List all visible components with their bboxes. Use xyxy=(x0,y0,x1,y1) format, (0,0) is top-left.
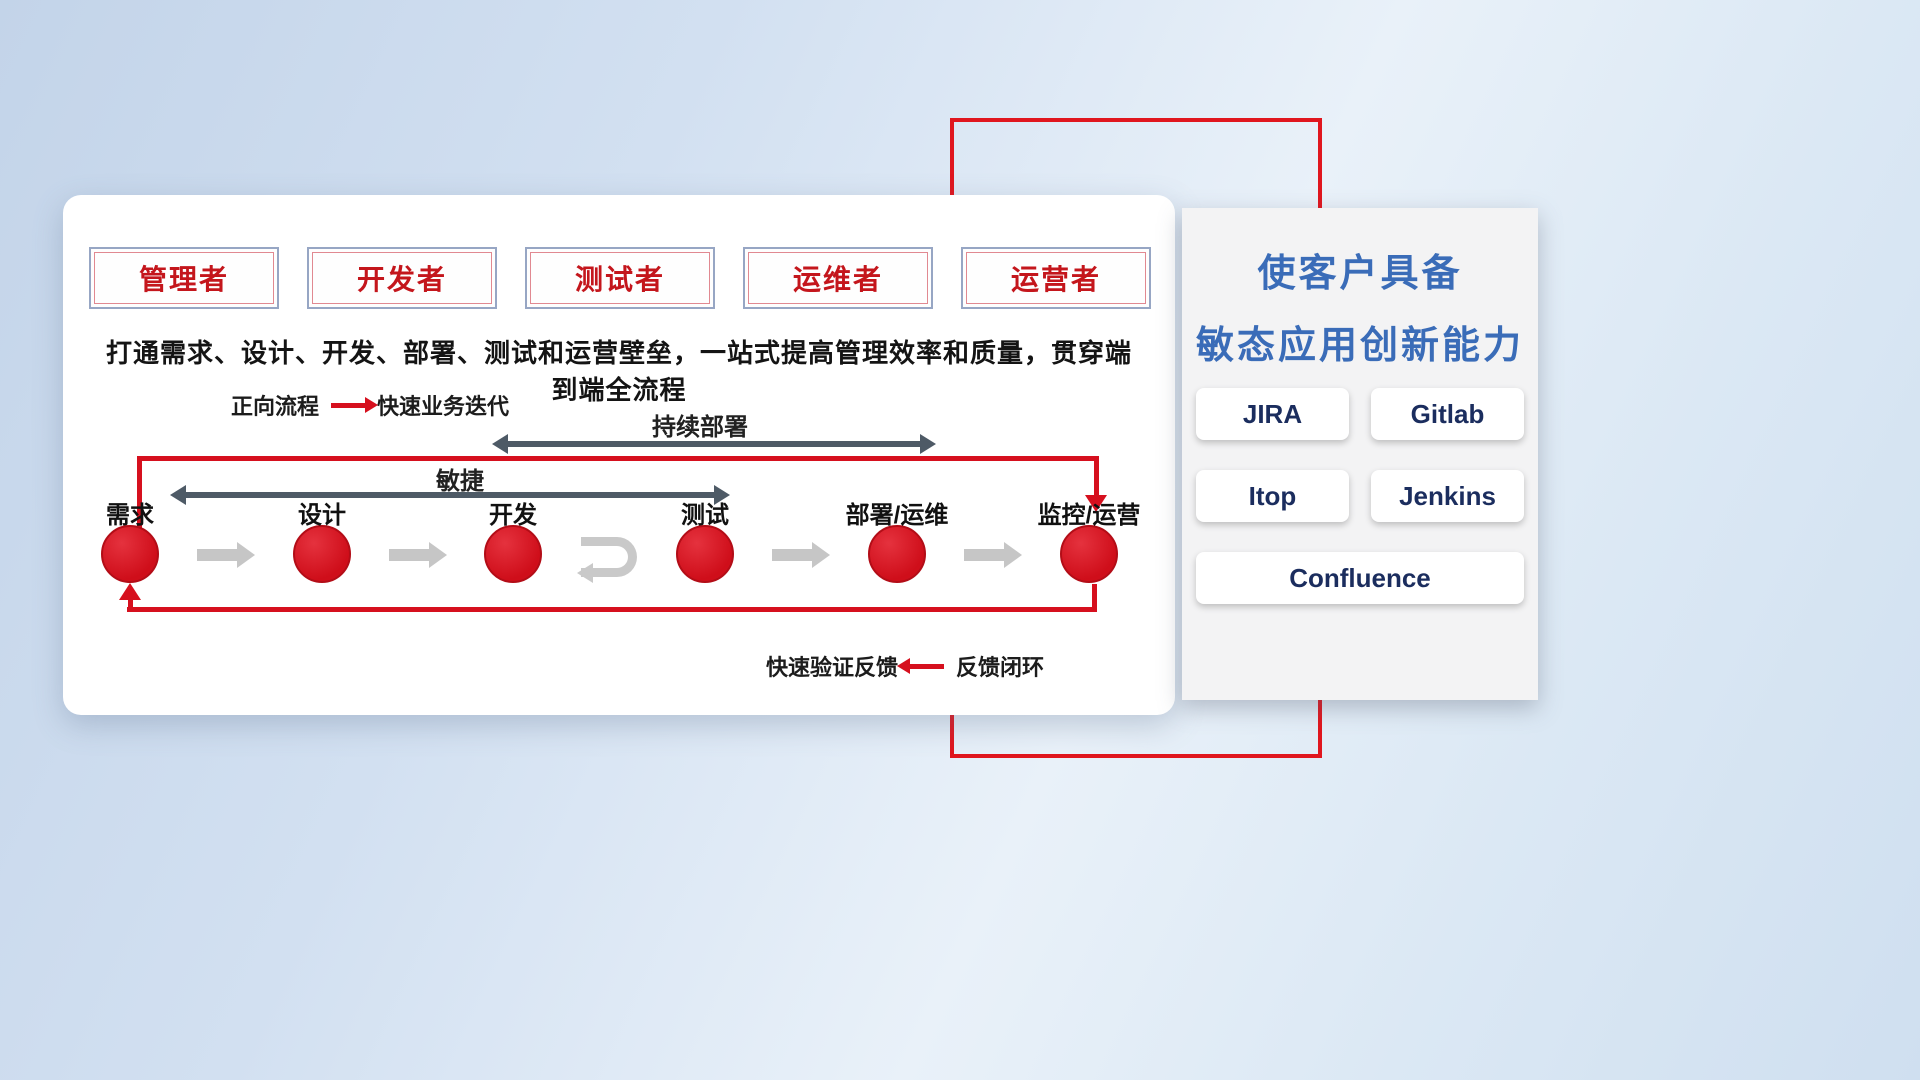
flow-node-deploy-ops: 部署/运维 xyxy=(827,495,967,583)
role-label: 测试者 xyxy=(574,264,665,295)
forward-flow-label: 正向流程 xyxy=(231,394,320,419)
node-label: 需求 xyxy=(106,502,154,529)
forward-flow-legend: 正向流程 快速业务迭代 xyxy=(231,389,509,421)
tool-chip-jira: JIRA xyxy=(1196,388,1349,440)
forward-flow-desc: 快速业务迭代 xyxy=(377,394,510,419)
roles-row: 管理者 开发者 测试者 运维者 运营者 xyxy=(89,247,1151,309)
agile-label: 敏捷 xyxy=(436,468,484,495)
continuous-deploy-label: 持续部署 xyxy=(652,414,748,441)
role-box-operator: 运营者 xyxy=(961,247,1151,309)
right-panel: 使客户具备 敏态应用创新能力 JIRA Gitlab Itop Jenkins … xyxy=(1182,208,1538,700)
feedback-label: 反馈闭环 xyxy=(956,655,1045,680)
node-circle-icon xyxy=(1060,525,1118,583)
tool-chip-gitlab: Gitlab xyxy=(1371,388,1524,440)
flow-node-design: 设计 xyxy=(252,495,392,583)
feedback-arrow-icon xyxy=(910,663,945,669)
iteration-loop-arrow-icon xyxy=(577,537,637,583)
flow-node-development: 开发 xyxy=(443,495,583,583)
gray-flow-arrow-icon xyxy=(772,549,812,561)
red-loop-top-line xyxy=(137,456,1099,461)
red-loop-left-line xyxy=(137,456,142,528)
red-feedback-up-arrow-icon xyxy=(119,583,141,600)
role-label: 运营者 xyxy=(1010,264,1101,295)
tool-chip-itop: Itop xyxy=(1196,470,1349,522)
flow-node-requirements: 需求 xyxy=(60,495,200,583)
node-circle-icon xyxy=(484,525,542,583)
feedback-legend: 快速验证反馈 反馈闭环 xyxy=(766,650,1044,682)
tool-chip-jenkins: Jenkins xyxy=(1371,470,1524,522)
tool-grid: JIRA Gitlab Itop Jenkins Confluence xyxy=(1196,388,1524,604)
subtitle: 打通需求、设计、开发、部署、测试和运营壁垒，一站式提高管理效率和质量，贯穿端到端… xyxy=(105,338,1132,405)
flow-node-monitor-operations: 监控/运营 xyxy=(1019,495,1159,583)
role-label: 开发者 xyxy=(356,264,447,295)
role-box-ops: 运维者 xyxy=(743,247,933,309)
node-circle-icon xyxy=(868,525,926,583)
forward-flow-arrow-icon xyxy=(331,402,366,408)
node-label: 监控/运营 xyxy=(1037,502,1141,529)
red-loop-down-arrow-icon xyxy=(1085,495,1107,512)
panel-title-line1: 使客户具备 xyxy=(1257,253,1463,295)
node-circle-icon xyxy=(293,525,351,583)
role-label: 管理者 xyxy=(138,264,229,295)
agile-arrow-icon xyxy=(186,492,714,498)
node-label: 测试 xyxy=(681,502,729,529)
gray-flow-arrow-icon xyxy=(197,549,237,561)
main-card: 管理者 开发者 测试者 运维者 运营者 打通需求、设计、开发、部署、测试和运营壁… xyxy=(63,195,1175,715)
continuous-deploy-arrow-icon xyxy=(508,441,920,447)
flow-node-testing: 测试 xyxy=(635,495,775,583)
red-feedback-bottom-line xyxy=(127,607,1097,612)
role-box-developer: 开发者 xyxy=(307,247,497,309)
gray-flow-arrow-icon xyxy=(964,549,1004,561)
red-loop-right-line xyxy=(1094,456,1099,496)
node-circle-icon xyxy=(101,525,159,583)
node-label: 开发 xyxy=(489,502,537,529)
feedback-desc: 快速验证反馈 xyxy=(766,655,899,680)
role-box-tester: 测试者 xyxy=(525,247,715,309)
node-label: 设计 xyxy=(298,502,346,529)
role-box-manager: 管理者 xyxy=(89,247,279,309)
gray-flow-arrow-icon xyxy=(389,549,429,561)
node-label: 部署/运维 xyxy=(845,502,949,529)
red-feedback-right-line xyxy=(1092,584,1097,609)
red-feedback-left-line xyxy=(128,599,133,609)
panel-title-line2: 敏态应用创新能力 xyxy=(1195,325,1524,367)
role-label: 运维者 xyxy=(792,264,883,295)
node-circle-icon xyxy=(676,525,734,583)
tool-chip-confluence: Confluence xyxy=(1196,552,1524,604)
